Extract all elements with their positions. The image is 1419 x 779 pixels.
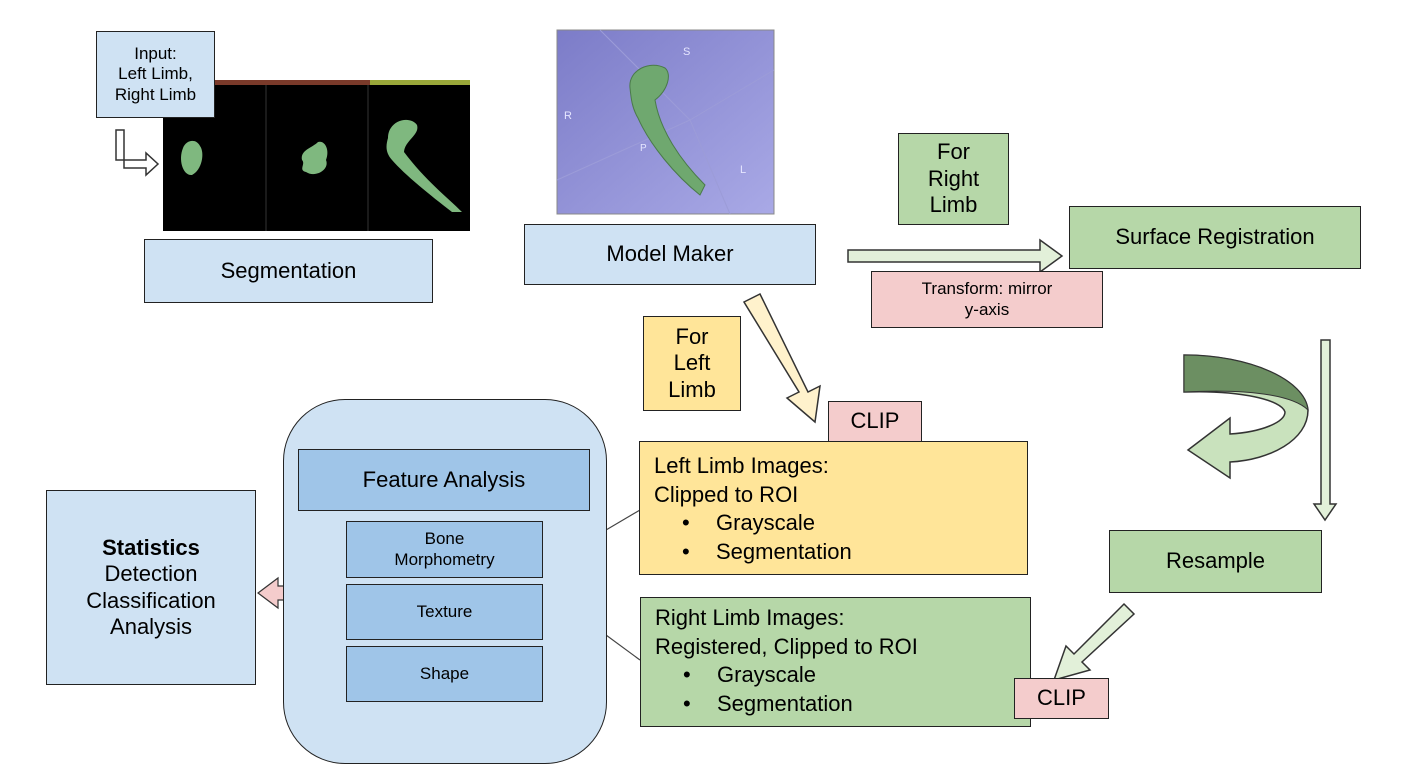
axis-label-r: R [564, 110, 572, 122]
model-maker-label: Model Maker [606, 241, 734, 267]
left-images-title2: Clipped to ROI [654, 481, 799, 507]
bone-morphometry-line2: Morphometry [394, 549, 495, 569]
segmentation-box: Segmentation [144, 239, 433, 303]
for-right-limb-line3: Limb [929, 192, 978, 218]
model-to-registration-arrow [847, 238, 1064, 274]
model-maker-box: Model Maker [524, 224, 816, 285]
statistics-box: Statistics Detection Classification Anal… [46, 490, 256, 685]
for-right-limb-line1: For [937, 139, 970, 165]
registration-to-resample-arrow [1312, 339, 1338, 522]
model-to-clip-arrow [742, 292, 821, 424]
bone-3d-model [629, 64, 706, 196]
for-right-limb-line2: Right [927, 165, 980, 191]
clip-top-box: CLIP [828, 401, 922, 442]
bone-morphometry-box: Bone Morphometry [346, 521, 543, 578]
right-limb-images-box: Right Limb Images: Registered, Clipped t… [640, 597, 1031, 727]
for-left-limb-line2: Left [673, 350, 711, 376]
transform-box: Transform: mirror y-axis [871, 271, 1103, 328]
right-images-item-grayscale: Grayscale [655, 661, 918, 690]
connector-right-images [605, 634, 641, 661]
left-images-item-segmentation: Segmentation [654, 538, 852, 567]
resample-box: Resample [1109, 530, 1322, 593]
surface-registration-box: Surface Registration [1069, 206, 1361, 269]
input-label-line2: Left Limb, [118, 64, 193, 84]
left-limb-images-box: Left Limb Images: Clipped to ROI Graysca… [639, 441, 1028, 575]
for-left-limb-line3: Limb [668, 376, 716, 402]
bone-slice-1 [181, 140, 203, 176]
texture-label: Texture [416, 601, 473, 621]
axis-label-s: S [683, 46, 691, 58]
shape-box: Shape [346, 646, 543, 702]
axis-label-l: L [740, 164, 747, 176]
resample-label: Resample [1165, 548, 1266, 574]
surface-registration-label: Surface Registration [1115, 224, 1315, 250]
input-label-line3: Right Limb [114, 84, 197, 104]
clip-bottom-label: CLIP [1037, 685, 1086, 711]
statistics-line4: Analysis [110, 613, 192, 639]
input-box: Input: Left Limb, Right Limb [96, 31, 215, 118]
feature-analysis-box: Feature Analysis [298, 449, 590, 511]
model-3d-viewer [556, 29, 775, 215]
input-to-segmentation-arrow [115, 129, 160, 177]
clip-top-label: CLIP [850, 408, 900, 434]
right-images-title1: Right Limb Images: [655, 605, 845, 630]
bone-slice-3 [386, 119, 462, 212]
left-images-title1: Left Limb Images: [654, 453, 829, 478]
bone-morphometry-line1: Bone [424, 529, 465, 549]
axis-label-p: P [640, 143, 647, 154]
input-label-line1: Input: [134, 43, 177, 63]
transform-line2: y-axis [964, 299, 1010, 319]
clip-bottom-box: CLIP [1014, 678, 1109, 719]
transform-line1: Transform: mirror [921, 279, 1053, 299]
right-images-title2: Registered, Clipped to ROI [655, 633, 918, 659]
feature-analysis-label: Feature Analysis [362, 466, 526, 492]
for-left-limb-line1: For [675, 323, 709, 349]
statistics-title: Statistics [102, 534, 200, 560]
for-left-limb-box: For Left Limb [643, 316, 741, 411]
statistics-line3: Classification [86, 587, 216, 613]
texture-box: Texture [346, 584, 543, 640]
left-images-item-grayscale: Grayscale [654, 509, 852, 538]
for-right-limb-box: For Right Limb [898, 133, 1009, 225]
resample-to-clip-arrow [1052, 602, 1136, 682]
connector-left-images [605, 509, 641, 531]
right-images-item-segmentation: Segmentation [655, 690, 918, 719]
shape-label: Shape [419, 663, 470, 683]
bone-slice-2 [301, 141, 328, 175]
statistics-line2: Detection [104, 561, 198, 587]
curved-mirror-arrow [1183, 354, 1309, 480]
segmentation-label: Segmentation [220, 257, 357, 283]
